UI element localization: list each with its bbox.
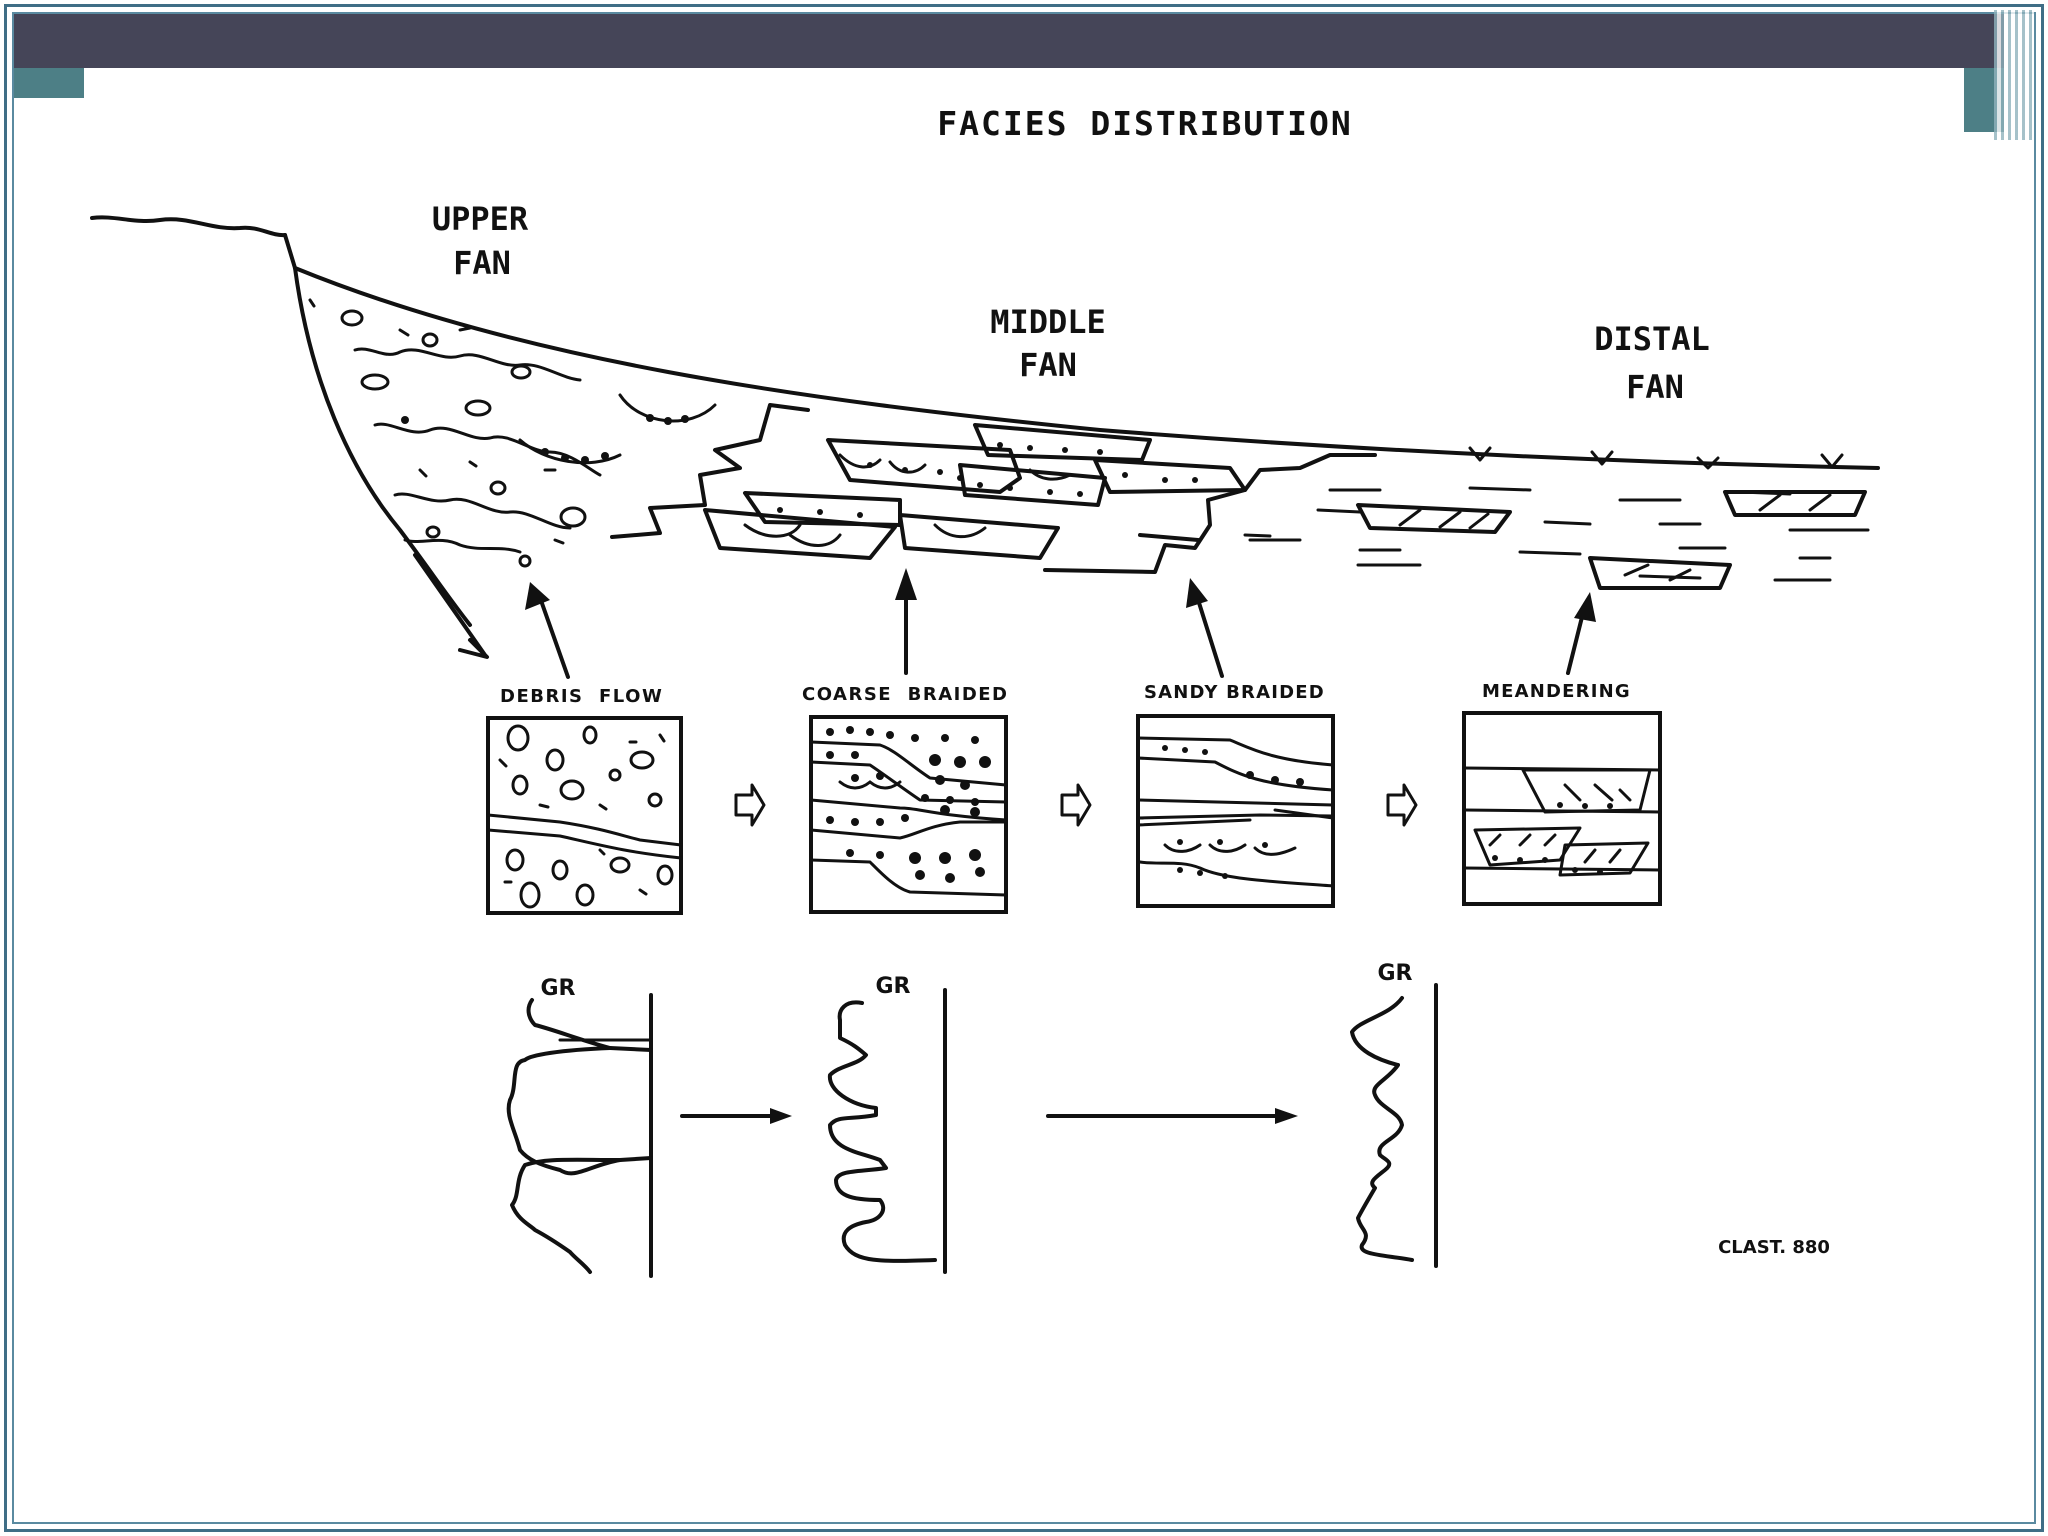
gr-label-1: GR <box>541 976 576 1001</box>
distal-surface-marks <box>1468 446 1844 470</box>
upper-middle-boundary <box>610 403 810 539</box>
gr-log-2: GR <box>827 974 947 1274</box>
zone-distal-label-2: FAN <box>1626 368 1684 406</box>
facies-label-meander: MEANDERING <box>1482 681 1631 702</box>
arrow-meander-head <box>1574 592 1596 622</box>
zone-distal-label-1: DISTAL <box>1594 320 1710 358</box>
accent-stripes-right <box>1994 10 2034 140</box>
scarp <box>283 233 297 270</box>
middle-channel-dots <box>777 442 1198 518</box>
facies-label-sandy: SANDY BRAIDED <box>1144 682 1325 703</box>
arrow-sandy-head <box>1186 578 1208 608</box>
figure-credit: CLAST. 880 <box>1718 1237 1830 1258</box>
arrow-sandy-shaft <box>1193 588 1224 678</box>
debris-clasts <box>308 298 587 568</box>
hollow-arrow-3 <box>1386 783 1418 827</box>
zone-middle-label-2: FAN <box>1019 346 1077 384</box>
gr-log-3: GR <box>1350 961 1438 1268</box>
arrow-coarse-head <box>895 568 917 600</box>
middle-distal-tick <box>1138 533 1200 542</box>
middle-channel-bodies <box>703 423 1247 560</box>
zone-upper-fan: UPPER FAN <box>432 200 529 282</box>
zone-middle-label-1: MIDDLE <box>990 303 1106 341</box>
facies-label-debris: DEBRIS FLOW <box>500 686 663 707</box>
middle-distal-boundary <box>1043 453 1377 574</box>
fault-line <box>293 266 472 627</box>
accent-block-left <box>14 68 84 98</box>
gr-arrow-2-head <box>1275 1108 1298 1124</box>
gr-label-3: GR <box>1378 961 1413 986</box>
mountain-surface <box>90 215 287 238</box>
fault-arrow <box>413 553 489 659</box>
gr-arrow-1-head <box>770 1108 792 1124</box>
slide-frame-inner <box>12 12 2036 1524</box>
slide-frame-outer <box>4 4 2044 1532</box>
fan-surface <box>293 266 1880 470</box>
gr-log-1: GR <box>506 976 653 1278</box>
upper-channel-2 <box>518 438 622 465</box>
zone-arrows <box>525 568 1596 679</box>
debris-layer-2 <box>373 422 602 477</box>
debris-layer-3 <box>393 492 572 530</box>
hollow-arrow-2 <box>1060 783 1092 827</box>
gr-label-2: GR <box>876 974 911 999</box>
zone-distal-fan: DISTAL FAN <box>1594 320 1710 406</box>
arrow-debris-head <box>525 582 550 610</box>
zone-upper-label-1: UPPER <box>432 200 529 238</box>
arrow-debris-shaft <box>536 590 570 679</box>
facies-box-meander <box>1462 711 1662 906</box>
slide-title-bar <box>14 14 2004 68</box>
zone-middle-fan: MIDDLE FAN <box>990 303 1106 384</box>
facies-label-coarse: COARSE BRAIDED <box>802 684 1009 705</box>
distal-channel-bodies <box>1356 490 1867 590</box>
diagram-title: FACIES DISTRIBUTION <box>937 104 1353 143</box>
progression-arrows <box>734 783 1418 827</box>
facies-box-sandy <box>1136 714 1335 908</box>
facies-box-coarse <box>809 715 1008 914</box>
facies-box-debris <box>486 716 683 915</box>
hollow-arrow-1 <box>734 783 766 827</box>
zone-upper-label-2: FAN <box>453 244 511 282</box>
debris-layer-4 <box>403 538 522 554</box>
debris-layer-1 <box>353 347 582 382</box>
upper-channel-dots <box>541 414 689 464</box>
fan-cross-section <box>90 215 1880 659</box>
